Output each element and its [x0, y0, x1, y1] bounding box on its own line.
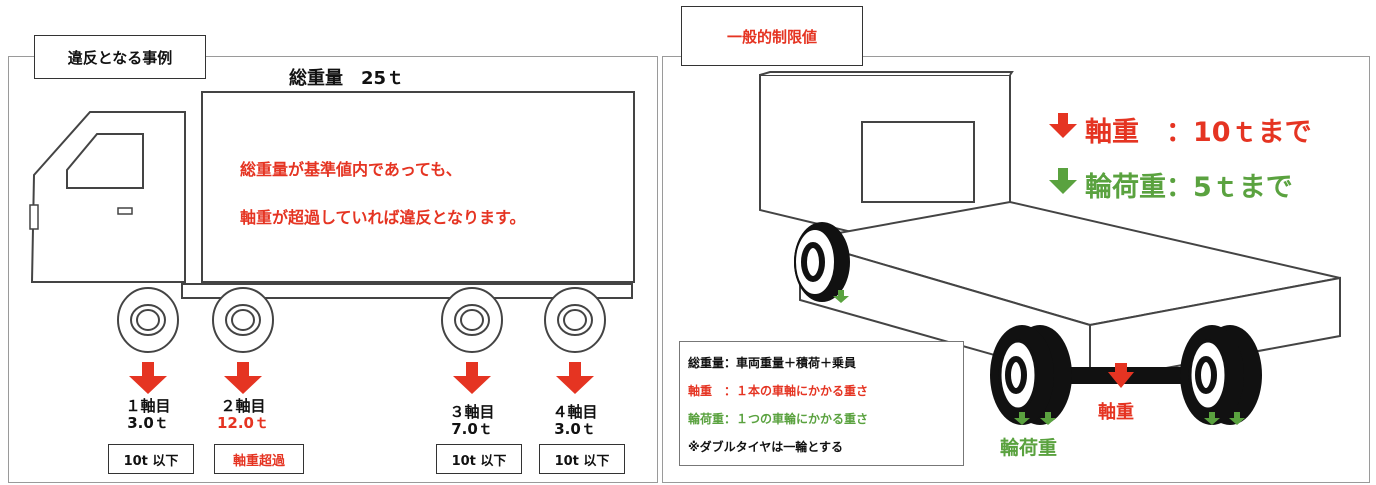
axle-1-badge: 10t 以下	[108, 444, 194, 474]
axle-4-weight: 3.0ｔ	[554, 420, 596, 438]
axle-2-name: ２軸目	[220, 397, 266, 415]
definition-legend: 総重量：車両重量＋積荷＋乗員 軸重 ：１本の車軸にかかる重さ 輪荷重：１つの車輪…	[679, 341, 964, 466]
front-wheel	[794, 222, 850, 302]
down-arrow-axle-1	[129, 362, 167, 394]
wheel-limit-green-arrow	[1049, 168, 1077, 194]
truck-chassis	[181, 283, 633, 299]
cargo-box	[201, 91, 635, 283]
wheel-axle-2	[212, 287, 274, 353]
wheel-axle-3	[441, 287, 503, 353]
right-panel-frame	[662, 56, 1370, 483]
front-wheel-green-arrow	[833, 290, 849, 303]
axle-4-info: ４軸目 3.0ｔ	[530, 404, 620, 438]
axle-1-info: １軸目 3.0ｔ	[103, 398, 193, 432]
wheel-load-green-arrow-3	[1204, 412, 1220, 425]
chassis-cab-front	[759, 71, 1014, 76]
wheel-load-green-arrow-2	[1040, 412, 1056, 425]
wheel-axle-1	[117, 287, 179, 353]
axle-3-badge: 10t 以下	[436, 444, 522, 474]
truck-door-handle	[117, 207, 133, 215]
axle-1-weight: 3.0ｔ	[127, 414, 169, 432]
legend-total-weight: 総重量：車両重量＋積荷＋乗員	[688, 356, 857, 370]
left-truck-diagram	[29, 91, 635, 394]
left-panel-frame	[8, 56, 658, 483]
wheel-load-green-arrow-4	[1229, 412, 1245, 425]
truck-headlight	[29, 204, 39, 230]
axle-3-name: ３軸目	[449, 403, 495, 421]
wheel-axle-4	[544, 287, 606, 353]
down-arrow-axle-4	[556, 362, 594, 394]
chassis-cab-window	[861, 121, 975, 203]
wheel-load-green-arrow-1	[1014, 412, 1030, 425]
general-limit-tag: 一般的制限値	[681, 6, 863, 66]
axle-load-red-arrow	[1108, 363, 1134, 388]
legend-double-tire-note: ※ダブルタイヤは一輪とする	[688, 440, 843, 454]
axle-3-weight: 7.0ｔ	[451, 420, 493, 438]
axle-4-badge: 10t 以下	[539, 444, 625, 474]
axle-2-info: ２軸目 12.0ｔ	[198, 398, 288, 432]
wheel-limit-text: 輪荷重：5ｔまで	[1085, 172, 1293, 203]
axle-4-name: ４軸目	[552, 403, 598, 421]
down-arrow-axle-2	[224, 362, 262, 394]
rear-left-double-wheel	[990, 325, 1072, 425]
axle-2-weight: 12.0ｔ	[216, 414, 269, 432]
rear-right-double-wheel	[1180, 325, 1262, 425]
legend-wheel-weight: 輪荷重：１つの車輪にかかる重さ	[688, 412, 869, 426]
axle-load-label: 軸重	[1098, 402, 1134, 423]
wheel-load-label: 輪荷重	[1000, 437, 1058, 459]
axle-2-badge: 軸重超過	[214, 444, 304, 474]
legend-axle-weight: 軸重 ：１本の車軸にかかる重さ	[688, 384, 869, 398]
violation-example-tag: 違反となる事例	[34, 35, 206, 79]
axle-limit-red-arrow	[1049, 113, 1077, 138]
down-arrow-axle-3	[453, 362, 491, 394]
message-line-2: 軸重が超過していれば違反となります。	[240, 208, 526, 227]
axle-3-info: ３軸目 7.0ｔ	[427, 404, 517, 438]
truck-cab-window	[66, 133, 144, 189]
axle-limit-text: 軸重 ：10ｔまで	[1085, 117, 1312, 148]
axle-1-name: １軸目	[125, 397, 171, 415]
truck-cab	[30, 111, 186, 283]
message-line-1: 総重量が基準値内であっても、	[240, 160, 462, 179]
total-weight-label: 総重量 25ｔ	[289, 68, 405, 89]
